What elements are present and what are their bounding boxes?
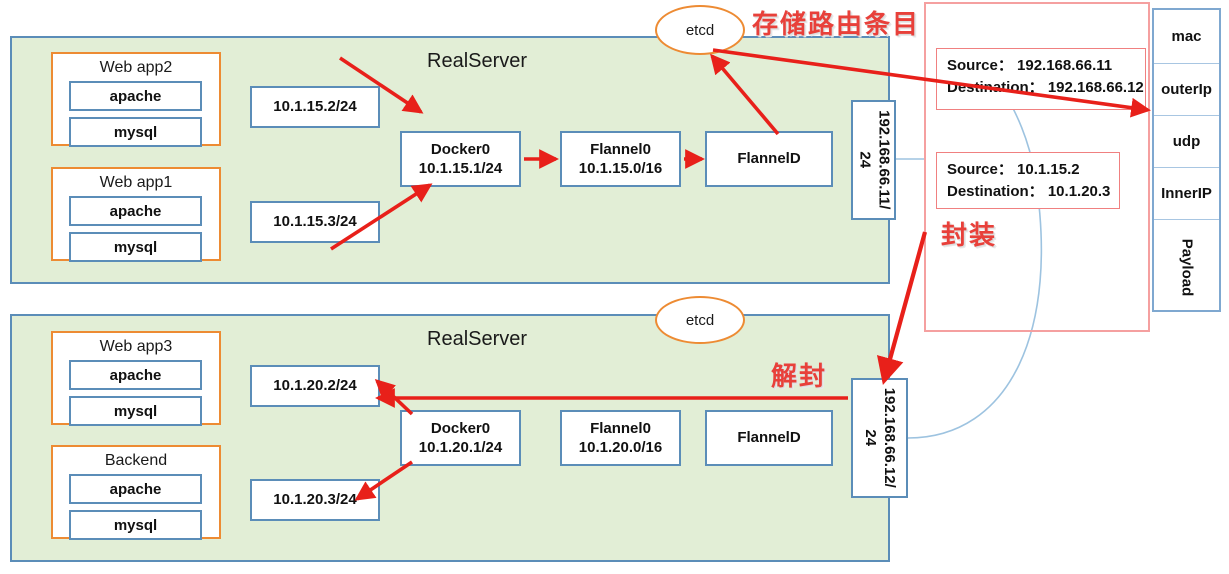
packet-cell-outerip: outerIp	[1154, 64, 1219, 116]
annotation-encapsulate: 封装	[941, 221, 998, 251]
app-web-app2-title: Web app2	[99, 59, 173, 76]
annotation-store-route-entries: 存储路由条目	[752, 10, 921, 40]
inner-header-box: Source： 10.1.15.2 Destination： 10.1.20.3	[936, 152, 1120, 209]
packet-cell-mac: mac	[1154, 10, 1219, 64]
service-mysql-app1: mysql	[69, 232, 202, 262]
outer-header-source: Source： 192.168.66.11	[947, 57, 1113, 74]
flanneld-top: FlannelD	[705, 131, 833, 187]
host-nic-top-line1: 192.168.66.11/	[875, 110, 893, 210]
bridge-docker0-top-name: Docker0	[430, 140, 491, 158]
bridge-docker0-bottom-cidr: 10.1.20.1/24	[418, 439, 503, 456]
app-web-app3-title: Web app3	[99, 338, 173, 355]
flannel0-top-cidr: 10.1.15.0/16	[578, 160, 663, 177]
bridge-docker0-bottom-name: Docker0	[430, 419, 491, 437]
container-ip-10-1-20-2: 10.1.20.2/24	[250, 365, 380, 407]
annotation-decapsulate: 解封	[771, 362, 828, 392]
host-nic-192-168-66-12: 192.168.66.12/ 24	[851, 378, 908, 498]
service-apache-backend: apache	[69, 474, 202, 504]
flannel0-top: Flannel0 10.1.15.0/16	[560, 131, 681, 187]
service-mysql-app3: mysql	[69, 396, 202, 426]
flannel0-bottom-name: Flannel0	[590, 419, 651, 437]
app-web-app1-title: Web app1	[99, 174, 173, 191]
host-nic-bottom-line2: 24	[862, 429, 880, 447]
server-top-title: RealServer	[427, 50, 528, 72]
packet-cell-payload: Payload	[1154, 220, 1219, 314]
bridge-docker0-top: Docker0 10.1.15.1/24	[400, 131, 521, 187]
packet-cell-payload-text: Payload	[1178, 238, 1195, 296]
host-nic-bottom-line1: 192.168.66.12/	[881, 387, 899, 489]
bridge-docker0-bottom: Docker0 10.1.20.1/24	[400, 410, 521, 466]
service-apache-app1: apache	[69, 196, 202, 226]
app-backend-title: Backend	[104, 452, 168, 469]
arrow-encapsulate-to-nic12	[876, 231, 928, 385]
container-ip-10-1-15-3: 10.1.15.3/24	[250, 201, 380, 243]
service-apache-app2: apache	[69, 81, 202, 111]
packet-cell-innerip: InnerIP	[1154, 168, 1219, 220]
bridge-docker0-top-cidr: 10.1.15.1/24	[418, 160, 503, 177]
packet-cell-udp: udp	[1154, 116, 1219, 168]
outer-header-box: Source： 192.168.66.11 Destination： 192.1…	[936, 48, 1146, 110]
container-ip-10-1-15-2: 10.1.15.2/24	[250, 86, 380, 128]
service-mysql-backend: mysql	[69, 510, 202, 540]
flannel0-bottom: Flannel0 10.1.20.0/16	[560, 410, 681, 466]
server-bottom-title: RealServer	[427, 328, 528, 350]
etcd-top: etcd	[655, 5, 745, 55]
host-nic-192-168-66-11: 192.168.66.11/ 24	[851, 100, 896, 220]
container-ip-10-1-20-3: 10.1.20.3/24	[250, 479, 380, 521]
flannel0-top-name: Flannel0	[590, 140, 651, 158]
service-apache-app3: apache	[69, 360, 202, 390]
host-nic-top-text: 192.168.66.11/ 24	[855, 110, 893, 209]
host-nic-top-line2: 24	[856, 151, 874, 169]
host-nic-bottom-text: 192.168.66.12/ 24	[861, 388, 899, 488]
etcd-bottom: etcd	[655, 296, 745, 344]
service-mysql-app2: mysql	[69, 117, 202, 147]
inner-header-destination: Destination： 10.1.20.3	[947, 182, 1111, 200]
flanneld-bottom: FlannelD	[705, 410, 833, 466]
outer-header-destination: Destination： 192.168.66.12	[947, 78, 1144, 96]
inner-header-source: Source： 10.1.15.2	[947, 161, 1080, 178]
flannel0-bottom-cidr: 10.1.20.0/16	[578, 439, 663, 456]
packet-stack: mac outerIp udp InnerIP Payload	[1152, 8, 1221, 312]
